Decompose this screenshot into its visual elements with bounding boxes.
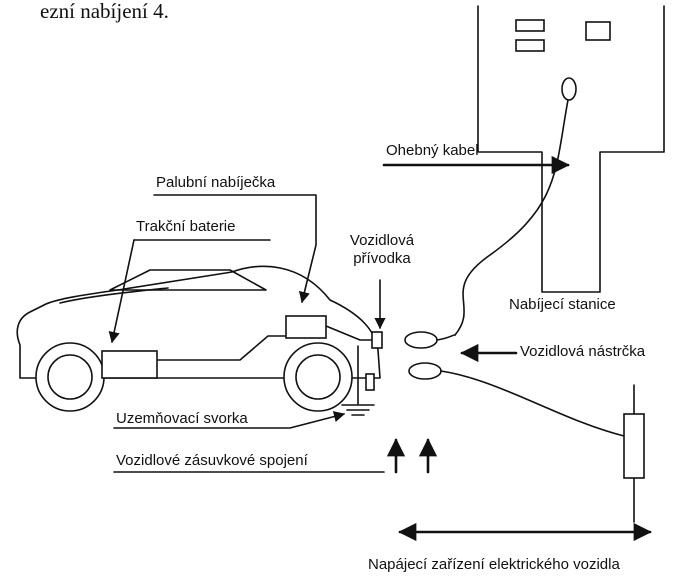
front-wheel-inner <box>47 354 93 400</box>
station-display-2 <box>515 39 545 52</box>
rear-wheel-inner <box>295 354 341 400</box>
flexible-cable-label: Ohebný kabel <box>386 142 479 159</box>
supply-equipment <box>623 384 645 523</box>
supply-cable <box>440 370 625 437</box>
grounding-terminal-label: Uzemňovací svorka <box>116 410 248 427</box>
vehicle-connector-label: Vozidlová nástrčka <box>520 343 646 360</box>
traction-battery-box <box>101 350 158 379</box>
car-window <box>109 269 267 291</box>
traction-battery-leader <box>108 239 135 344</box>
car-outline <box>16 265 381 379</box>
ground-terminal-box <box>365 373 375 391</box>
connector-upper-cable <box>436 334 456 341</box>
charging-station <box>477 5 665 293</box>
station-socket <box>561 77 577 101</box>
onboard-charger-box <box>285 315 327 339</box>
charger-to-inlet <box>325 325 373 341</box>
connector-upper <box>404 331 438 349</box>
traction-battery-label: Trakční baterie <box>136 218 236 235</box>
onboard-charger-label: Palubní nabíječka <box>156 174 276 191</box>
grounding-terminal-leader <box>113 411 346 429</box>
car <box>16 265 383 416</box>
connector-lower <box>408 362 442 380</box>
vehicle-inlet-label: Vozidlová přívodka <box>349 232 415 267</box>
car-wiring <box>156 335 291 361</box>
station-display-3 <box>585 21 611 41</box>
vehicle-inlet-box <box>371 331 383 349</box>
charging-station-body <box>477 5 665 293</box>
charging-station-label: Nabíjecí stanice <box>509 296 616 313</box>
flexible-cable <box>454 99 569 336</box>
onboard-charger-leader <box>153 194 317 304</box>
station-display-1 <box>515 19 545 32</box>
caption-fragment: ezní nabíjení 4. <box>40 0 169 23</box>
vehicle-coupler-label: Vozidlové zásuvkové spojení <box>116 452 308 469</box>
supply-equipment-label: Napájecí zařízení elektrického vozidla <box>368 556 620 573</box>
supply-equipment-box <box>623 413 645 479</box>
